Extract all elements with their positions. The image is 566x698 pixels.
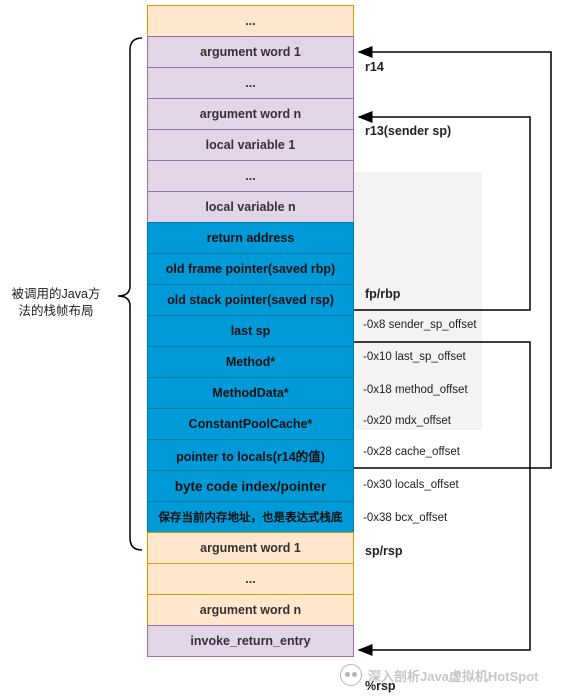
register-rsp: %rsp [365,679,396,693]
stack-slot: byte code index/pointer [147,470,354,502]
arrow-sender-sp-to-r13 [354,111,531,311]
stack-slot: argument word n [147,98,354,130]
register-r13: r13(sender sp) [365,124,452,138]
frame-layout-label-line1: 被调用的Java方 [11,287,101,301]
frame-brace [117,37,143,551]
watermark-text: 深入剖析Java虚拟机HotSpot [368,668,539,684]
register-sp: sp/rsp [365,544,403,558]
stack-slot: ConstantPoolCache* [147,408,354,440]
stack-slot: argument word n [147,594,354,626]
frame-layout-label-line2: 法的栈帧布局 [18,304,94,318]
watermark: 深入剖析Java虚拟机HotSpot [340,664,538,686]
wechat-icon [340,664,362,686]
frame-layout-label: 被调用的Java方 法的栈帧布局 [2,286,110,320]
arrow-locals-to-r14 [354,46,552,469]
stack-slot: local variable 1 [147,129,354,161]
stack-slot: pointer to locals(r14的值) [147,439,354,471]
offset-method: -0x18 method_offset [363,384,468,396]
stack-slot: ... [147,160,354,192]
offset-cache: -0x28 cache_offset [363,446,460,458]
stack-slot: old frame pointer(saved rbp) [147,253,354,285]
offset-mdx: -0x20 mdx_offset [363,415,452,427]
stack-slot: old stack pointer(saved rsp) [147,284,354,316]
stack-slot: ... [147,5,354,37]
register-r14: r14 [365,60,384,74]
stack-slot: argument word 1 [147,36,354,68]
register-fp: fp/rbp [365,287,401,301]
stack-slot: invoke_return_entry [147,625,354,657]
stack-slot: MethodData* [147,377,354,409]
offset-sender-sp: -0x8 sender_sp_offset [363,319,477,331]
stack-slot: argument word 1 [147,532,354,564]
offset-bcx: -0x38 bcx_offset [363,512,448,524]
offset-locals: -0x30 locals_offset [363,479,459,491]
stack-slot: last sp [147,315,354,347]
arrow-last-sp-to-rsp [354,341,531,656]
stack-slot: 保存当前内存地址，也是表达式栈底 [147,501,354,533]
offset-last-sp: -0x10 last_sp_offset [363,351,466,363]
